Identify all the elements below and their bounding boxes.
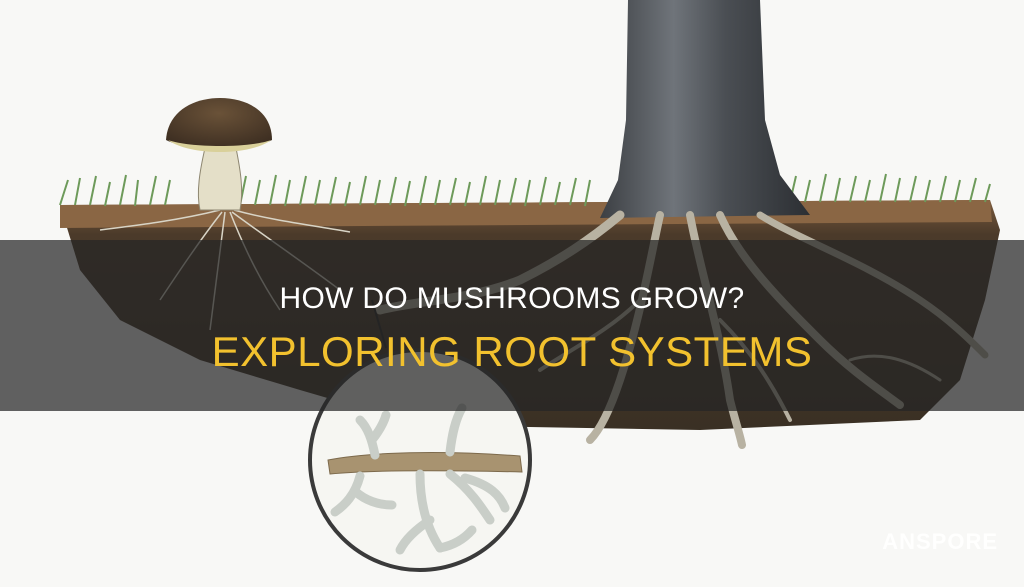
- tree-trunk: [600, 0, 810, 218]
- title-overlay-band: [0, 240, 1024, 411]
- grass: [59, 173, 991, 207]
- mushroom: [166, 98, 272, 211]
- brand-watermark: ANSPORE: [882, 529, 998, 554]
- page-subtitle: EXPLORING ROOT SYSTEMS: [211, 328, 813, 375]
- page-title: HOW DO MUSHROOMS GROW?: [279, 282, 745, 315]
